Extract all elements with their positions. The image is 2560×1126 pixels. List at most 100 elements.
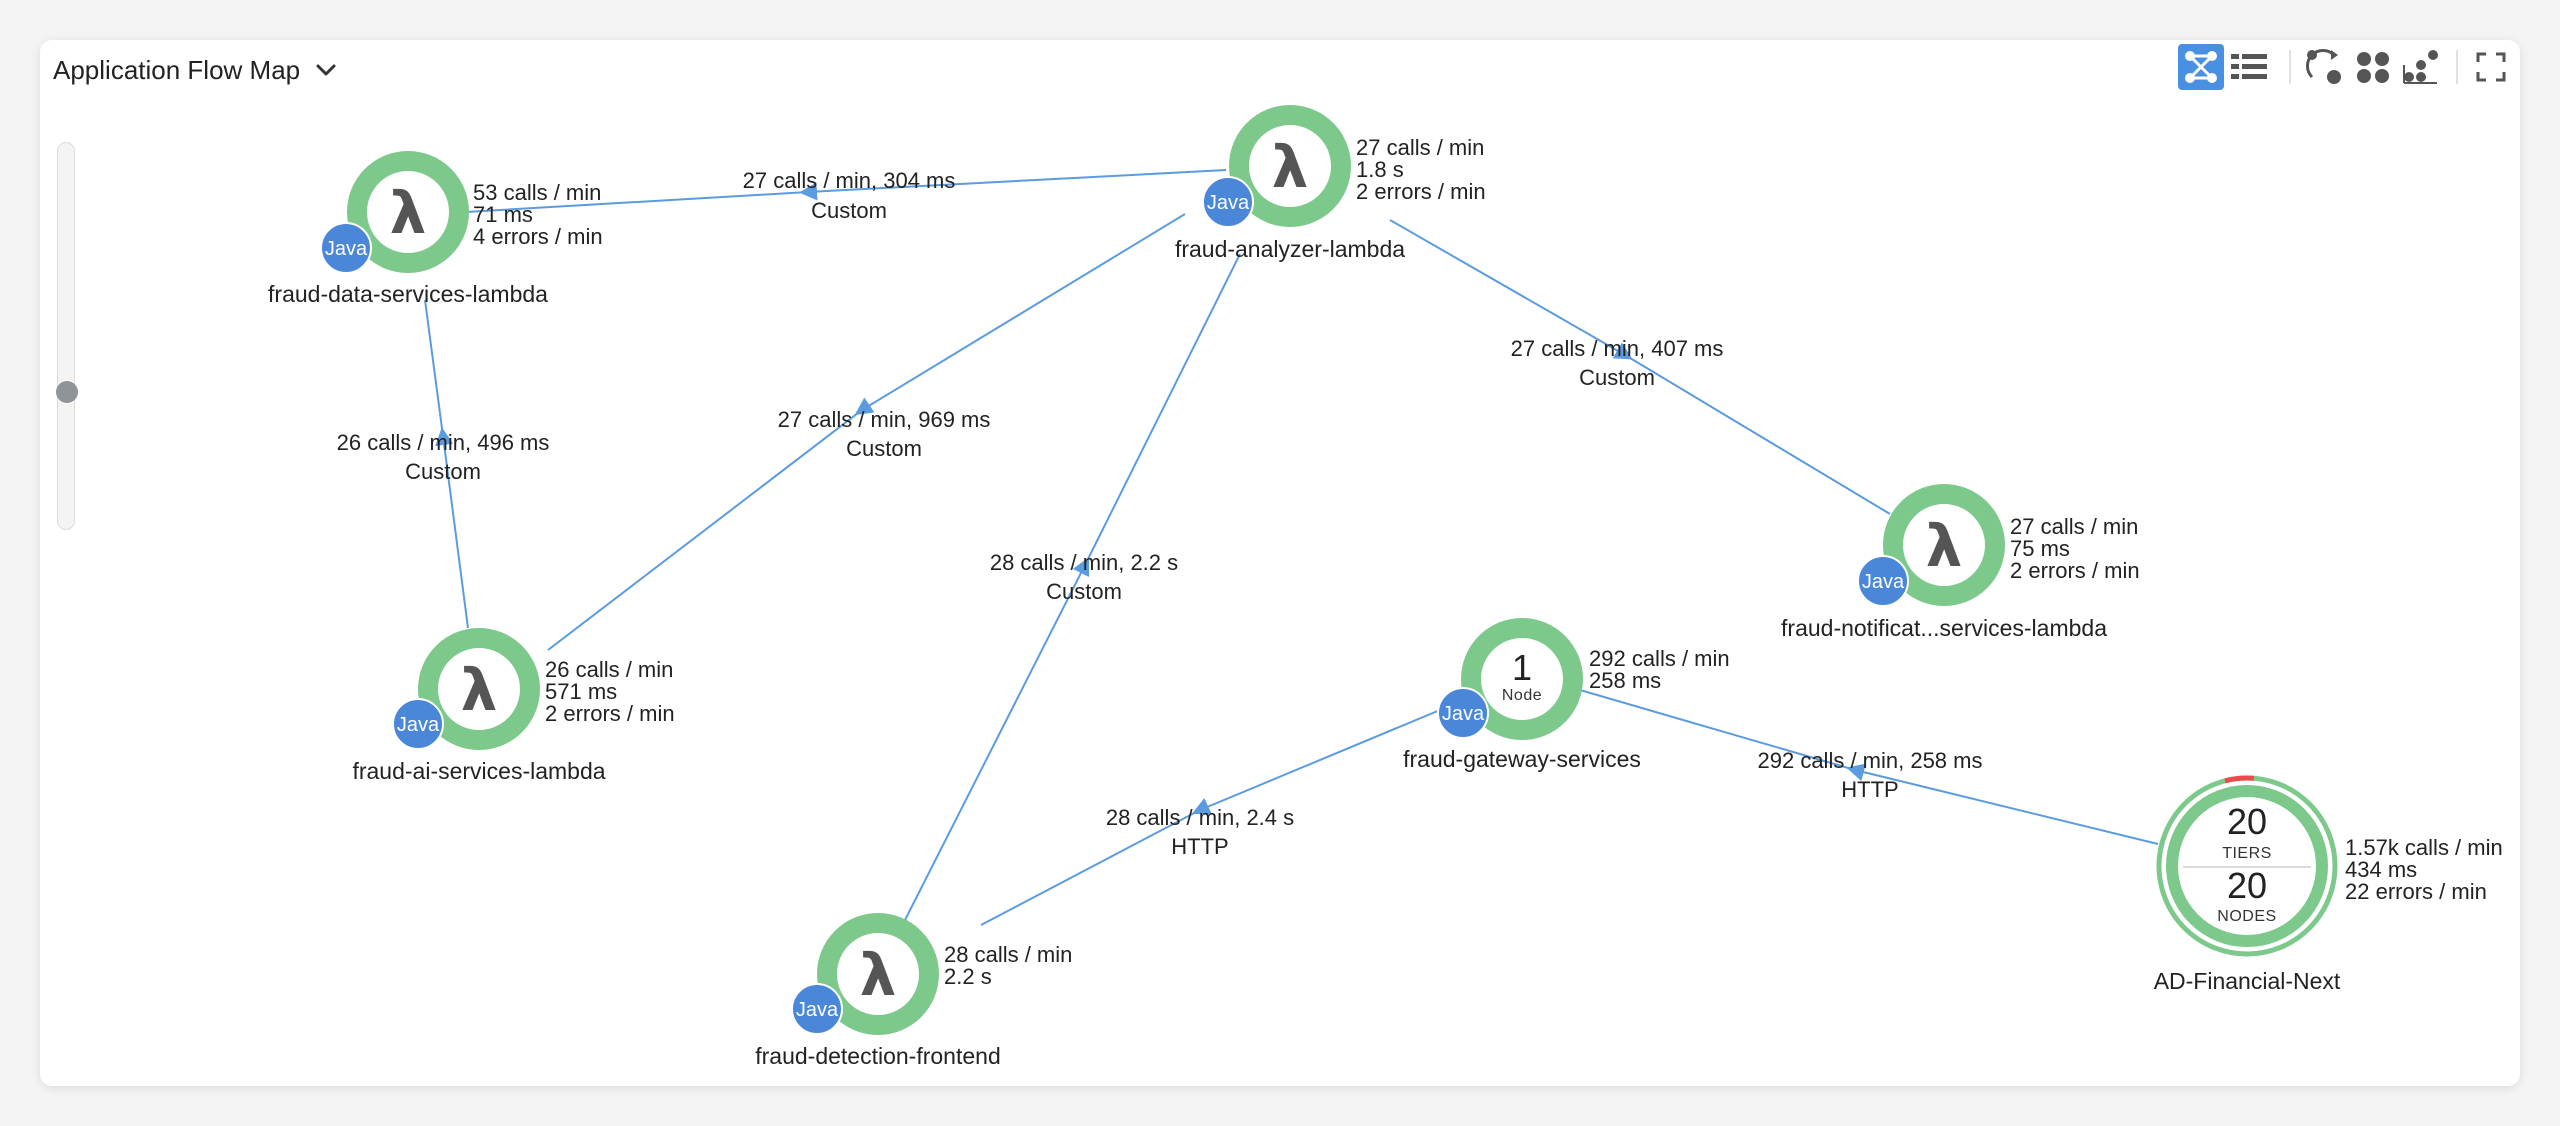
java-badge: Java <box>1857 555 1909 607</box>
edge-type: Custom <box>846 436 922 461</box>
node-name: fraud-notificat...services-lambda <box>1781 615 2107 641</box>
edge-label-analyzer-to-notification: 27 calls / min, 407 ms Custom <box>1511 336 1724 390</box>
edge-frontend-to-analyzer[interactable] <box>904 253 1241 921</box>
java-badge: Java <box>320 222 372 274</box>
edge-metric: 27 calls / min, 304 ms <box>743 168 956 193</box>
node-fraud-ai-services-lambda[interactable]: λ Java 26 calls / min 571 ms 2 errors / … <box>352 628 675 784</box>
node-calls: 26 calls / min <box>545 657 673 682</box>
lambda-icon: λ <box>1926 512 1963 580</box>
node-errors: 4 errors / min <box>473 224 603 249</box>
edge-metric: 27 calls / min, 407 ms <box>1511 336 1724 361</box>
svg-text:Java: Java <box>397 714 440 736</box>
node-name: fraud-data-services-lambda <box>268 281 548 307</box>
node-name: fraud-ai-services-lambda <box>352 758 605 784</box>
node-response-time: 2.2 s <box>944 964 992 989</box>
fullscreen-icon <box>2476 52 2506 82</box>
node-fraud-gateway-services[interactable]: 1 Node Java 292 calls / min 258 ms fraud… <box>1403 618 1730 772</box>
node-calls: 53 calls / min <box>473 180 601 205</box>
node-name: fraud-detection-frontend <box>755 1043 1001 1069</box>
node-response-time: 71 ms <box>473 202 533 227</box>
edge-label-gateway-to-frontend: 28 calls / min, 2.4 s HTTP <box>1106 805 1294 859</box>
node-response-time: 1.8 s <box>1356 157 1404 182</box>
node-calls: 292 calls / min <box>1589 646 1730 671</box>
node-errors: 22 errors / min <box>2345 879 2487 904</box>
page-title: Application Flow Map <box>53 54 301 85</box>
node-calls: 27 calls / min <box>1356 135 1484 160</box>
node-name: AD-Financial-Next <box>2154 968 2341 994</box>
node-calls: 1.57k calls / min <box>2345 835 2503 860</box>
list-view-button[interactable] <box>2226 44 2272 90</box>
node-ad-financial-next[interactable]: 20 TIERS 20 NODES 1.57k calls / min 434 … <box>2154 775 2503 994</box>
lambda-icon: λ <box>461 656 498 724</box>
edge-metric: 26 calls / min, 496 ms <box>337 430 550 455</box>
flow-map-title-dropdown[interactable]: Application Flow Map <box>53 50 338 90</box>
lambda-icon: λ <box>860 941 897 1009</box>
edge-label-ai-services-to-data-services: 26 calls / min, 496 ms Custom <box>337 430 550 484</box>
tiers-count: 20 <box>2227 801 2267 842</box>
error-arc <box>2224 775 2255 784</box>
lambda-icon: λ <box>1272 133 1309 201</box>
node-fraud-notification-services-lambda[interactable]: λ Java 27 calls / min 75 ms 2 errors / m… <box>1781 484 2140 641</box>
edge-type: Custom <box>1579 365 1655 390</box>
edge-analyzer-to-notification[interactable] <box>1389 219 1891 515</box>
node-response-time: 434 ms <box>2345 857 2417 882</box>
edge-metric: 292 calls / min, 258 ms <box>1758 748 1983 773</box>
edge-type: Custom <box>811 198 887 223</box>
edge-type: HTTP <box>1171 834 1228 859</box>
lambda-icon: λ <box>390 179 427 247</box>
nodes-label: NODES <box>2217 908 2276 925</box>
node-fraud-detection-frontend[interactable]: λ Java 28 calls / min 2.2 s fraud-detect… <box>755 913 1072 1069</box>
edge-app-to-gateway[interactable] <box>1579 689 2159 845</box>
edge-type: HTTP <box>1841 777 1898 802</box>
group-nodes-icon <box>2357 52 2389 83</box>
svg-text:Java: Java <box>1207 192 1250 214</box>
edge-label-analyzer-to-ai-services: 27 calls / min, 969 ms Custom <box>778 407 991 461</box>
edge-metric: 28 calls / min, 2.4 s <box>1106 805 1294 830</box>
nodes-count: 20 <box>2227 865 2267 906</box>
edge-type: Custom <box>1046 579 1122 604</box>
topology-view-button[interactable] <box>2178 44 2224 90</box>
node-errors: 2 errors / min <box>545 701 675 726</box>
auto-arrange-icon <box>2305 48 2341 84</box>
node-calls: 28 calls / min <box>944 942 1072 967</box>
topology-view-icon <box>2185 51 2217 83</box>
tiers-label: TIERS <box>2222 845 2272 862</box>
edge-metric: 27 calls / min, 969 ms <box>778 407 991 432</box>
svg-text:Java: Java <box>796 999 839 1021</box>
layout-icon <box>2403 50 2438 84</box>
edge-label-analyzer-to-data-services: 27 calls / min, 304 ms Custom <box>743 168 956 223</box>
edge-ai-services-to-data-services[interactable] <box>424 299 469 629</box>
edge-metric: 28 calls / min, 2.2 s <box>990 550 1178 575</box>
node-count: 1 <box>1512 647 1532 688</box>
node-errors: 2 errors / min <box>1356 179 1486 204</box>
layout-button[interactable] <box>2398 44 2444 90</box>
node-unit: Node <box>1502 687 1542 704</box>
node-name: fraud-gateway-services <box>1403 746 1641 772</box>
edge-analyzer-to-ai-services[interactable] <box>547 213 1186 651</box>
node-response-time: 571 ms <box>545 679 617 704</box>
java-badge: Java <box>1202 176 1254 228</box>
svg-text:Java: Java <box>325 238 368 260</box>
zoom-slider-track[interactable] <box>57 142 75 530</box>
java-badge: Java <box>1437 687 1489 739</box>
fullscreen-button[interactable] <box>2468 44 2514 90</box>
svg-text:Java: Java <box>1442 703 1485 725</box>
node-calls: 27 calls / min <box>2010 514 2138 539</box>
group-nodes-button[interactable] <box>2350 44 2396 90</box>
edge-label-app-to-gateway: 292 calls / min, 258 ms HTTP <box>1758 748 1983 802</box>
java-badge: Java <box>392 698 444 750</box>
node-fraud-data-services-lambda[interactable]: λ Java 53 calls / min 71 ms 4 errors / m… <box>268 151 603 307</box>
chevron-down-icon <box>316 64 336 76</box>
node-response-time: 75 ms <box>2010 536 2070 561</box>
node-name: fraud-analyzer-lambda <box>1175 236 1405 262</box>
list-view-icon <box>2231 54 2267 79</box>
edge-type: Custom <box>405 459 481 484</box>
edge-analyzer-to-data-services[interactable] <box>465 169 1227 213</box>
java-badge: Java <box>791 983 843 1035</box>
edge-gateway-to-frontend[interactable] <box>980 709 1441 926</box>
auto-arrange-button[interactable] <box>2301 44 2347 90</box>
svg-text:Java: Java <box>1862 571 1905 593</box>
zoom-slider-handle[interactable] <box>56 381 78 403</box>
node-fraud-analyzer-lambda[interactable]: λ Java 27 calls / min 1.8 s 2 errors / m… <box>1175 105 1486 262</box>
